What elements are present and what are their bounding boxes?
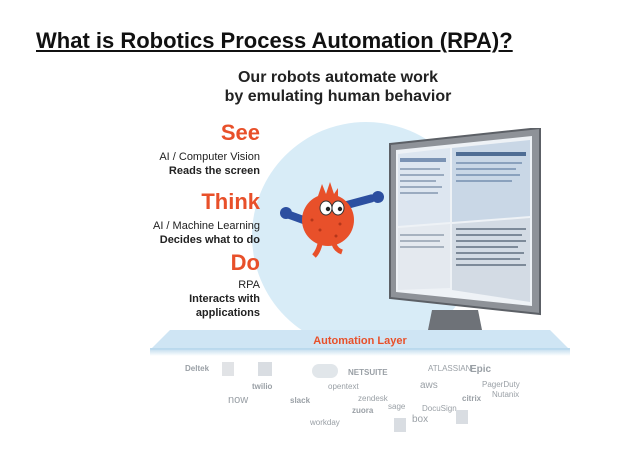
automation-layer-platform	[150, 330, 570, 350]
logo-zendesk: zendesk	[358, 394, 388, 403]
logo-slack: slack	[290, 396, 311, 405]
robot-eye-right	[331, 200, 345, 216]
subtitle: Our robots automate work by emulating hu…	[218, 68, 458, 106]
office-icon	[258, 362, 272, 376]
logo-now: now	[228, 394, 249, 406]
logo-box: box	[412, 414, 429, 425]
automation-layer-label: Automation Layer	[313, 335, 407, 347]
page-title: What is Robotics Process Automation (RPA…	[36, 28, 513, 53]
logo-epic: Epic	[470, 364, 492, 375]
monitor-illustration	[389, 128, 541, 340]
logo-opentext: opentext	[328, 382, 359, 391]
robot-leg-left	[312, 243, 323, 258]
subtitle-line-2: by emulating human behavior	[224, 88, 452, 105]
step-do-line3: applications	[195, 307, 260, 319]
step-think-line2: Decides what to do	[159, 234, 260, 246]
salesforce-icon	[312, 364, 338, 378]
step-do-heading: Do	[230, 250, 260, 275]
logo-cloud: Deltek twilio NETSUITE opentext ATLASSIA…	[160, 360, 560, 460]
robot-eye-left	[319, 200, 333, 216]
step-think-line1: AI / Machine Learning	[152, 220, 260, 232]
step-see: See AI / Computer Vision Reads the scree…	[110, 120, 260, 178]
logo-docusign: DocuSign	[422, 404, 457, 413]
step-see-heading: See	[220, 120, 260, 145]
step-do-line1: RPA	[238, 279, 260, 291]
ms-office-icon	[456, 410, 468, 424]
step-see-line1: AI / Computer Vision	[159, 151, 260, 163]
logo-workday: workday	[310, 418, 340, 427]
logo-atlassian: ATLASSIAN	[428, 364, 472, 373]
robot-left-hand	[280, 207, 292, 219]
subtitle-line-1: Our robots automate work	[237, 69, 439, 86]
logo-nutanix: Nutanix	[492, 390, 520, 399]
logo-netsuite: NETSUITE	[348, 368, 388, 377]
step-do: Do RPA Interacts with applications	[130, 250, 260, 320]
logo-aws: aws	[420, 380, 438, 391]
generic-app-icon	[222, 362, 234, 376]
step-think: Think AI / Machine Learning Decides what…	[100, 189, 260, 247]
logo-citrix: citrix	[462, 394, 482, 403]
logo-twilio: twilio	[252, 382, 273, 391]
robot-illustration	[280, 182, 384, 258]
logo-pagerduty: PagerDuty	[482, 380, 520, 389]
robot-head-spikes	[318, 182, 338, 200]
step-see-line2: Reads the screen	[168, 165, 260, 177]
logo-zuora: zuora	[352, 406, 374, 415]
step-think-heading: Think	[201, 189, 260, 214]
logo-deltek: Deltek	[185, 364, 210, 373]
excel-icon	[394, 418, 406, 432]
logo-sage: sage	[388, 402, 406, 411]
automation-layer-shadow	[150, 348, 570, 356]
step-do-line2: Interacts with	[189, 293, 260, 305]
robot-right-hand	[372, 191, 384, 203]
robot-leg-right	[331, 243, 343, 255]
